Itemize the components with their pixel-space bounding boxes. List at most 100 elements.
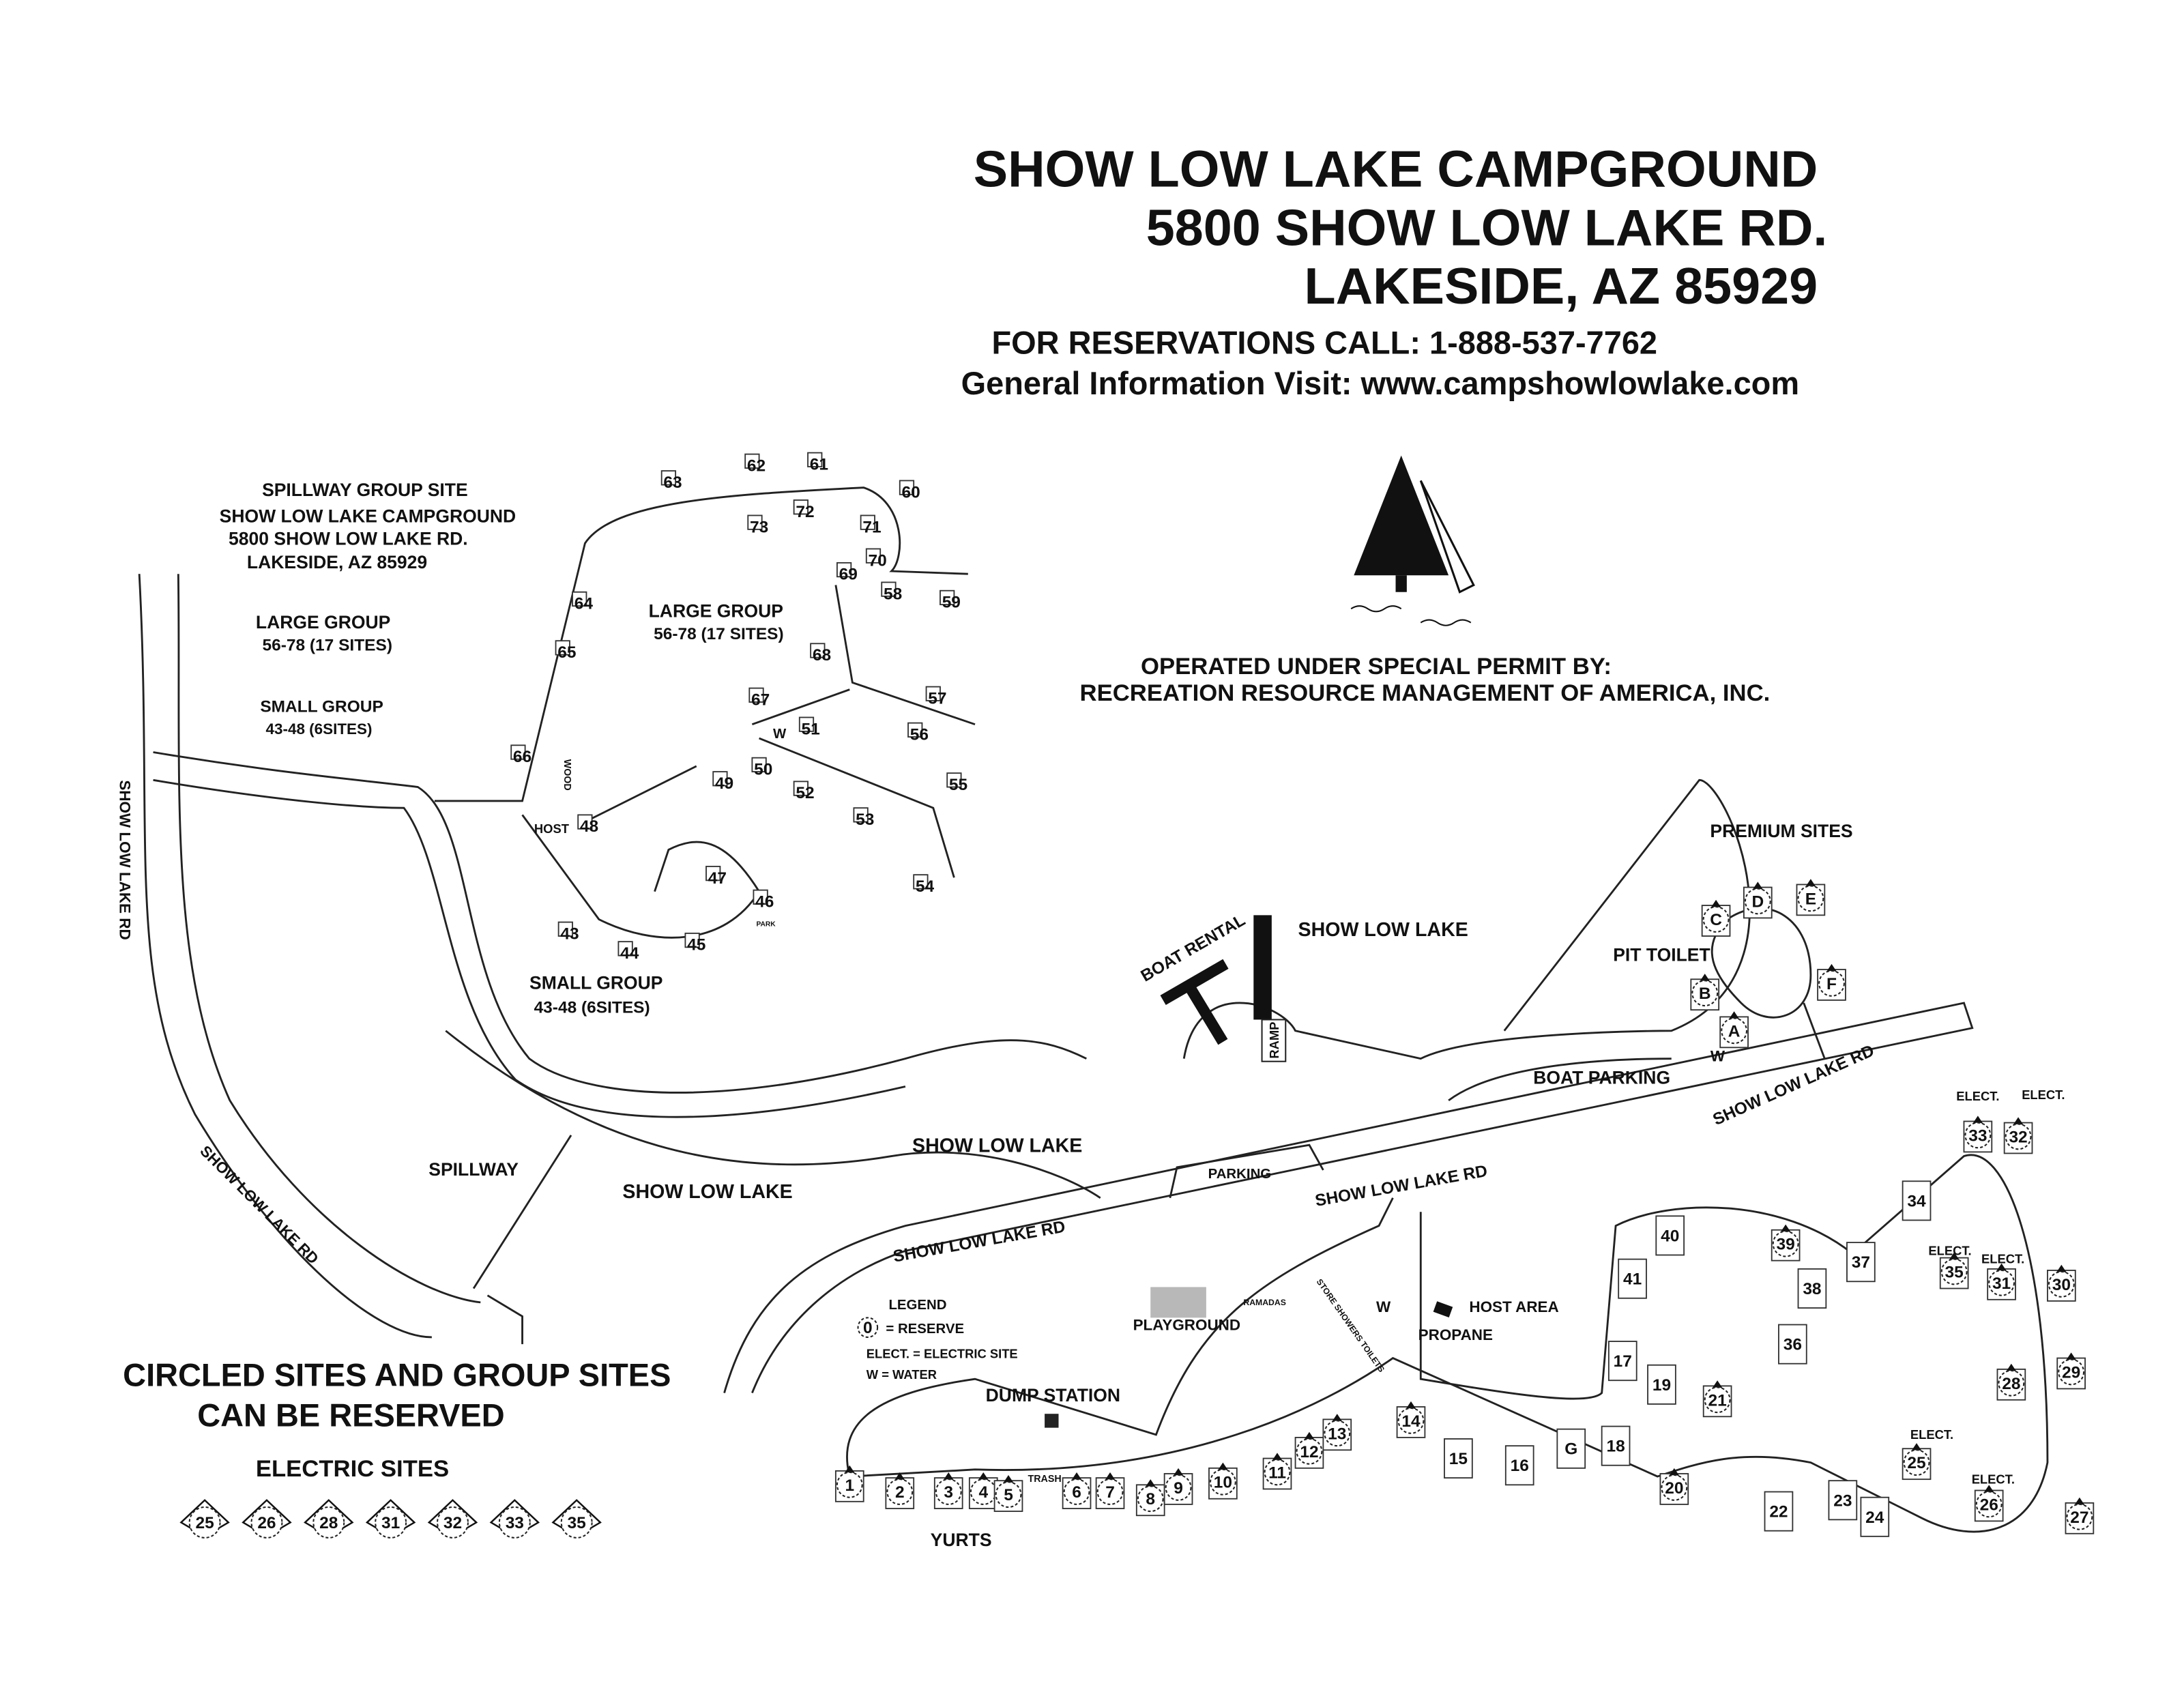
site-3[interactable]: 3 xyxy=(933,1472,963,1509)
site-number: 45 xyxy=(687,936,705,954)
site-18[interactable]: 18 xyxy=(1601,1425,1631,1466)
site-51[interactable]: 51 xyxy=(798,716,820,738)
site-31[interactable]: 31 xyxy=(1987,1263,2016,1300)
site-25[interactable]: 25 xyxy=(1902,1443,1932,1481)
site-48[interactable]: 48 xyxy=(577,814,598,836)
site-58[interactable]: 58 xyxy=(881,581,902,603)
site-8[interactable]: 8 xyxy=(1135,1479,1165,1517)
site-number: 23 xyxy=(1833,1491,1852,1510)
site-70[interactable]: 70 xyxy=(865,548,887,570)
site-33[interactable]: 33 xyxy=(1963,1116,1993,1153)
site-22[interactable]: 22 xyxy=(1764,1491,1794,1532)
site-23[interactable]: 23 xyxy=(1828,1480,1858,1521)
site-17[interactable]: 17 xyxy=(1607,1341,1637,1382)
site-11[interactable]: 11 xyxy=(1262,1453,1292,1490)
site-10[interactable]: 10 xyxy=(1208,1462,1238,1500)
site-2[interactable]: 2 xyxy=(885,1472,915,1509)
site-61[interactable]: 61 xyxy=(807,452,828,474)
site-27[interactable]: 27 xyxy=(2065,1497,2095,1534)
site-7[interactable]: 7 xyxy=(1095,1472,1125,1509)
site-pad xyxy=(660,470,677,486)
site-1[interactable]: 1 xyxy=(834,1465,864,1502)
site-65[interactable]: 65 xyxy=(555,640,577,662)
site-26[interactable]: 26 xyxy=(1974,1485,2004,1522)
site-59[interactable]: 59 xyxy=(940,589,961,612)
site-16[interactable]: 16 xyxy=(1504,1445,1534,1486)
site-F[interactable]: F xyxy=(1817,963,1846,1001)
site-39[interactable]: 39 xyxy=(1771,1224,1801,1262)
reserve-arrow-icon xyxy=(1071,1472,1083,1481)
site-number: 11 xyxy=(1268,1463,1286,1482)
road-label: SHOW LOW LAKE RD xyxy=(117,780,134,939)
site-19[interactable]: 19 xyxy=(1647,1364,1676,1405)
site-34[interactable]: 34 xyxy=(1902,1180,1932,1221)
site-54[interactable]: 54 xyxy=(913,874,935,896)
site-5[interactable]: 5 xyxy=(993,1475,1023,1513)
site-20[interactable]: 20 xyxy=(1659,1468,1689,1505)
site-50[interactable]: 50 xyxy=(751,757,772,779)
site-29[interactable]: 29 xyxy=(2056,1352,2086,1390)
site-56[interactable]: 56 xyxy=(907,722,929,744)
electric-site-25: 25 xyxy=(179,1499,230,1539)
reserve-circle-icon xyxy=(1818,970,1845,997)
site-13[interactable]: 13 xyxy=(1322,1414,1352,1451)
reserve-arrow-icon xyxy=(1002,1475,1015,1484)
site-63[interactable]: 63 xyxy=(660,470,682,492)
reserve-circle-icon xyxy=(312,1506,345,1539)
operator-line1: OPERATED UNDER SPECIAL PERMIT BY: xyxy=(1141,654,1612,680)
site-pad xyxy=(1797,1268,1827,1309)
site-45[interactable]: 45 xyxy=(684,932,705,954)
site-46[interactable]: 46 xyxy=(753,889,774,912)
site-44[interactable]: 44 xyxy=(617,941,639,963)
site-G[interactable]: G xyxy=(1556,1428,1586,1469)
store-label: STORE SHOWERS TOILETS xyxy=(1315,1277,1386,1374)
site-73[interactable]: 73 xyxy=(747,514,768,536)
site-32[interactable]: 32 xyxy=(2003,1117,2033,1154)
site-69[interactable]: 69 xyxy=(836,562,858,584)
site-28[interactable]: 28 xyxy=(1996,1363,2026,1401)
site-40[interactable]: 40 xyxy=(1655,1215,1685,1256)
site-60[interactable]: 60 xyxy=(899,480,920,501)
electric-site-number: 28 xyxy=(319,1514,338,1532)
site-38[interactable]: 38 xyxy=(1797,1268,1827,1309)
site-36[interactable]: 36 xyxy=(1778,1324,1807,1365)
site-47[interactable]: 47 xyxy=(705,865,727,888)
site-66[interactable]: 66 xyxy=(510,744,532,766)
site-62[interactable]: 62 xyxy=(744,453,766,476)
site-24[interactable]: 24 xyxy=(1860,1496,1890,1537)
site-67[interactable]: 67 xyxy=(748,687,770,710)
site-49[interactable]: 49 xyxy=(712,771,733,793)
site-52[interactable]: 52 xyxy=(793,781,815,802)
site-21[interactable]: 21 xyxy=(1702,1380,1732,1418)
site-number: 10 xyxy=(1214,1474,1232,1492)
site-15[interactable]: 15 xyxy=(1444,1438,1473,1479)
site-57[interactable]: 57 xyxy=(925,686,947,708)
site-B[interactable]: B xyxy=(1690,974,1720,1011)
site-number: 40 xyxy=(1661,1227,1679,1245)
site-A[interactable]: A xyxy=(1719,1011,1749,1049)
site-number: 47 xyxy=(708,869,727,888)
site-4[interactable]: 4 xyxy=(968,1472,998,1509)
site-55[interactable]: 55 xyxy=(946,772,967,794)
site-9[interactable]: 9 xyxy=(1163,1468,1193,1505)
site-68[interactable]: 68 xyxy=(810,643,831,665)
site-64[interactable]: 64 xyxy=(572,591,593,613)
site-D[interactable]: D xyxy=(1743,881,1773,919)
site-72[interactable]: 72 xyxy=(793,499,815,521)
electric-sites-title: ELECTRIC SITES xyxy=(256,1456,449,1482)
site-35[interactable]: 35 xyxy=(1939,1252,1969,1289)
site-E[interactable]: E xyxy=(1796,879,1826,916)
site-53[interactable]: 53 xyxy=(853,807,874,829)
site-14[interactable]: 14 xyxy=(1396,1401,1426,1438)
site-12[interactable]: 12 xyxy=(1294,1431,1324,1469)
site-30[interactable]: 30 xyxy=(2047,1264,2076,1302)
site-71[interactable]: 71 xyxy=(860,514,882,536)
site-43[interactable]: 43 xyxy=(557,921,579,944)
site-6[interactable]: 6 xyxy=(1062,1472,1092,1509)
reserve-circle-icon xyxy=(1903,1449,1930,1476)
site-C[interactable]: C xyxy=(1701,899,1731,937)
reserve-notice-line2: CAN BE RESERVED xyxy=(197,1397,504,1433)
reserve-arrow-icon xyxy=(1805,879,1817,888)
site-41[interactable]: 41 xyxy=(1618,1258,1647,1299)
site-37[interactable]: 37 xyxy=(1846,1242,1876,1283)
